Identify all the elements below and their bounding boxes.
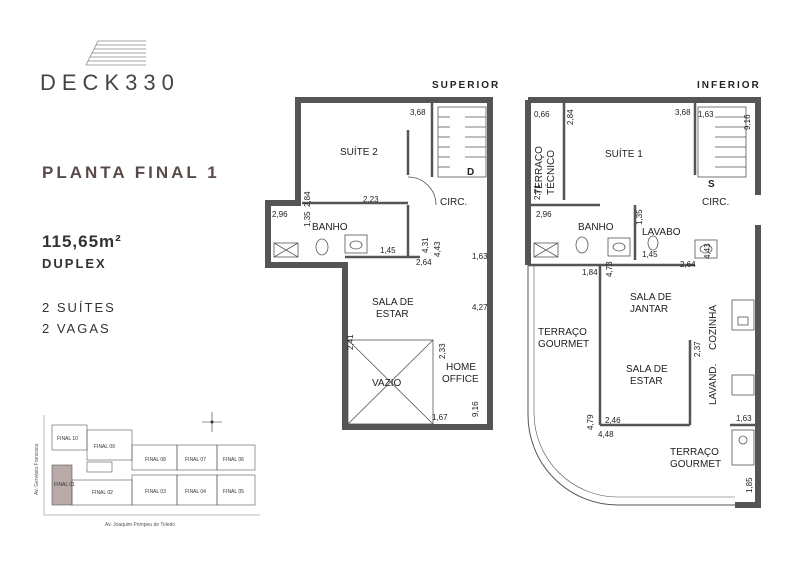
dim: 1,84 [582, 268, 598, 277]
dim: 2,64 [680, 260, 696, 269]
room-sala-estar-inferior-line1: SALA DE [626, 364, 668, 375]
dim: 4,79 [586, 414, 595, 430]
dim: 1,63 [736, 414, 752, 423]
keyplan-final01: FINAL 01 [54, 482, 75, 488]
room-circ-superior: CIRC. [440, 197, 467, 208]
dim: 2,96 [272, 210, 288, 219]
room-suite1: SUÍTE 1 [605, 147, 643, 160]
key-plan: FINAL 10 FINAL 09 FINAL 08 FINAL 07 FINA… [34, 412, 260, 528]
street-bottom-label: Av. Joaquim Pompeu de Toledo [105, 522, 175, 528]
keyplan-final07: FINAL 07 [185, 457, 206, 463]
room-cozinha: COZINHA [708, 305, 719, 350]
room-sala-estar-inferior-line2: ESTAR [630, 376, 663, 387]
dim: 2,41 [346, 334, 355, 350]
bathroom-fixtures-icon [273, 176, 437, 258]
dim: 1,35 [303, 211, 312, 227]
keyplan-final05: FINAL 05 [223, 489, 244, 495]
dim: 2,46 [605, 416, 621, 425]
room-sala-estar-line2: ESTAR [376, 309, 409, 320]
dim: 3,68 [675, 108, 691, 117]
floor-label-superior: SUPERIOR [432, 80, 501, 91]
floor-label-inferior: INFERIOR [697, 80, 761, 91]
dim: 2,33 [438, 343, 447, 359]
keyplan-final03: FINAL 03 [145, 489, 166, 495]
room-terraco-gourmet-line1: TERRAÇO [538, 327, 587, 338]
void-icon [347, 339, 434, 425]
floor-plan-superior: SUÍTE 2 BANHO CIRC. SALA DE ESTAR VAZIO … [265, 97, 493, 430]
dim: 2,84 [566, 109, 575, 125]
dim: 2,84 [303, 191, 312, 207]
area-value: 115,65m² [42, 232, 122, 251]
room-lavanderia: LAVAND. [708, 364, 719, 405]
stair-icon [697, 106, 747, 178]
keyplan-final10: FINAL 10 [57, 436, 78, 442]
room-terraco-gourmet2-line1: TERRAÇO [670, 447, 719, 458]
keyplan-final08: FINAL 08 [145, 457, 166, 463]
keyplan-final06: FINAL 06 [223, 457, 244, 463]
room-vazio: VAZIO [372, 378, 401, 389]
room-terraco-gourmet-line2: GOURMET [538, 339, 589, 350]
room-terraco-tecnico-line2: TÉCNICO [544, 150, 557, 195]
stair-icon [437, 106, 487, 178]
keyplan-final04: FINAL 04 [185, 489, 206, 495]
stair-up-mark: S [708, 179, 715, 190]
stair-down-mark: D [467, 167, 474, 178]
kitchen-fixtures-icon [533, 235, 755, 466]
dim: 1,63 [698, 110, 714, 119]
room-sala-jantar-line2: JANTAR [630, 304, 668, 315]
room-home-office-line1: HOME [446, 362, 476, 373]
dim: 0,66 [534, 110, 550, 119]
room-circ-inferior: CIRC. [702, 197, 729, 208]
plan-title: PLANTA FINAL 1 [42, 163, 220, 182]
dim: 2,96 [536, 210, 552, 219]
brand-logo-text: DECK330 [40, 70, 180, 95]
room-lavabo: LAVABO [642, 227, 681, 238]
room-sala-jantar-line1: SALA DE [630, 292, 672, 303]
room-terraco-gourmet2-line2: GOURMET [670, 459, 721, 470]
dim: 2,37 [693, 341, 702, 357]
dim: 1,35 [635, 209, 644, 225]
dim: 1,63 [472, 252, 488, 261]
dim: 4,31 [421, 237, 430, 253]
room-sala-estar-line1: SALA DE [372, 297, 414, 308]
feature-parking: 2 VAGAS [42, 321, 111, 336]
dim: 4,43 [703, 243, 712, 259]
unit-type: DUPLEX [42, 256, 107, 271]
dim: 2,71 [533, 184, 542, 200]
keyplan-final02: FINAL 02 [92, 490, 113, 496]
dim: 1,85 [745, 477, 754, 493]
dim: 9,16 [471, 401, 480, 417]
dim: 4,27 [472, 303, 488, 312]
dim: 4,73 [605, 261, 614, 277]
room-home-office-line2: OFFICE [442, 374, 479, 385]
room-banho-inferior: BANHO [578, 222, 614, 233]
street-left-label: Av. Gervásio Francisco [34, 444, 40, 495]
dim: 1,67 [432, 413, 448, 422]
keyplan-unit-final01-highlight [52, 465, 72, 505]
dim: 2,23 [363, 195, 379, 204]
dim: 4,43 [433, 241, 442, 257]
building-logo-icon [85, 40, 146, 66]
dim: 1,45 [380, 246, 396, 255]
room-suite2: SUÍTE 2 [340, 145, 378, 158]
dim: 9,16 [743, 114, 752, 130]
dim: 4,48 [598, 430, 614, 439]
keyplan-final09: FINAL 09 [94, 444, 115, 450]
floor-plan-inferior: TERRAÇO TÉCNICO SUÍTE 1 BANHO LAVABO CIR… [525, 97, 761, 508]
compass-icon [202, 412, 222, 432]
dim: 1,45 [642, 250, 658, 259]
dim: 2,64 [416, 258, 432, 267]
room-terraco-tecnico-line1: TERRAÇO [534, 146, 545, 195]
feature-suites: 2 SUÍTES [42, 300, 116, 315]
room-banho-superior: BANHO [312, 222, 348, 233]
dim: 3,68 [410, 108, 426, 117]
